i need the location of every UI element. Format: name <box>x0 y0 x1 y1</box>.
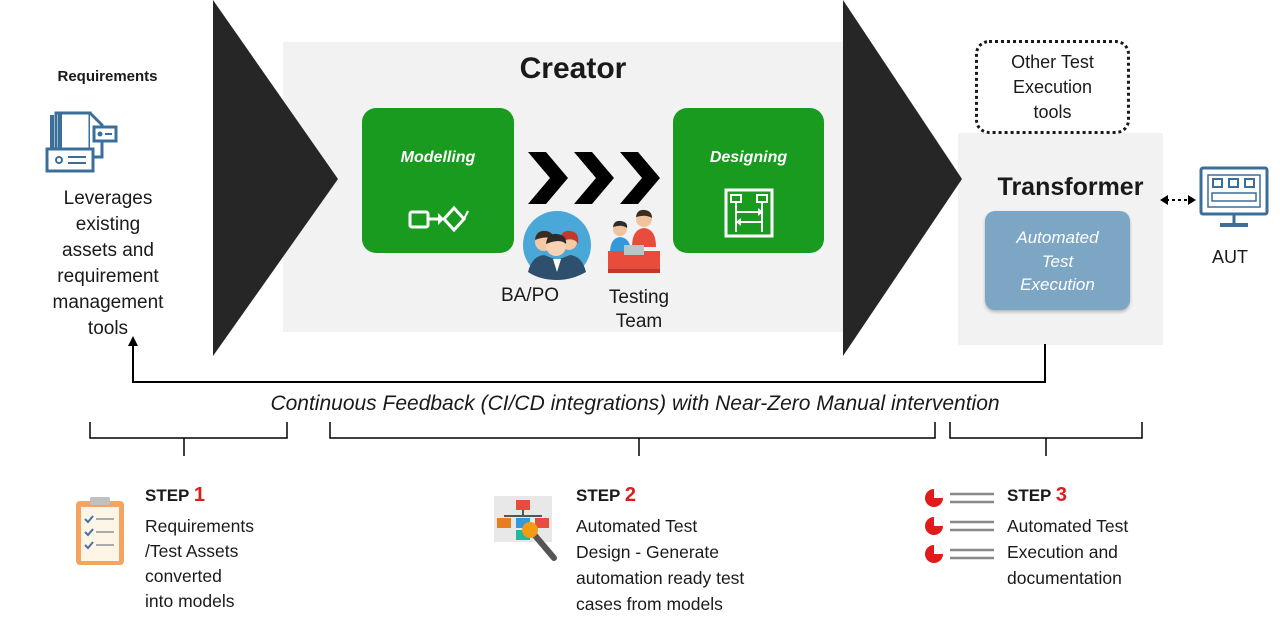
aut-monitor-icon <box>1199 166 1269 227</box>
step-1-line: Requirements <box>145 516 254 536</box>
transformer-title: Transformer <box>997 173 1144 201</box>
requirements-text-line: management <box>52 292 164 313</box>
design-diagram-icon <box>494 496 557 561</box>
aut-label: AUT <box>1212 247 1248 267</box>
automated-test-execution-box <box>985 211 1130 310</box>
other-tools-label: tools <box>1033 102 1072 122</box>
ba-po-label: BA/PO <box>500 285 560 306</box>
step-3-heading: STEP 3 <box>1007 484 1067 507</box>
modelling-label: Modelling <box>400 149 476 166</box>
other-tools-label: Other Test <box>1011 52 1094 72</box>
stage-chevron-right <box>843 0 962 356</box>
testing-team-illustration <box>608 209 660 273</box>
step-3-line: Automated Test <box>1007 516 1129 536</box>
testing-team-label: Team <box>615 311 663 332</box>
automated-test-execution-label: Execution <box>1020 275 1095 294</box>
step-1-heading: STEP 1 <box>145 484 205 507</box>
step-number: 2 <box>624 484 636 506</box>
step-2-line: Design - Generate <box>576 542 719 562</box>
step-3-line: Execution and <box>1007 542 1118 562</box>
testing-team-label: Testing <box>608 287 670 308</box>
automated-test-execution-label: Test <box>1041 252 1074 271</box>
designing-box <box>673 108 824 253</box>
step-number: 1 <box>193 484 205 506</box>
modelling-box <box>362 108 514 253</box>
feedback-loop-arrow <box>128 336 1046 383</box>
requirements-documents-icon <box>45 111 118 173</box>
step-2-line: cases from models <box>576 594 723 614</box>
step-2-line: Automated Test <box>576 516 698 536</box>
design-flow-icon <box>724 188 774 238</box>
step-brackets <box>89 422 1143 456</box>
requirements-title: Requirements <box>57 68 158 85</box>
step-word: STEP <box>145 486 190 505</box>
designing-label: Designing <box>709 149 788 166</box>
step-number: 3 <box>1055 484 1067 506</box>
step-1-line: converted <box>145 566 222 586</box>
requirements-text-line: Leverages <box>63 188 153 209</box>
requirements-text-line: requirement <box>57 266 159 287</box>
feedback-caption: Continuous Feedback (CI/CD integrations)… <box>270 392 1000 415</box>
clipboard-checklist-icon <box>76 497 124 565</box>
other-tools-label: Execution <box>1012 77 1093 97</box>
report-list-icon <box>925 489 994 563</box>
step-1-line: into models <box>145 591 235 611</box>
creator-title: Creator <box>519 52 627 85</box>
step-3-line: documentation <box>1007 568 1122 588</box>
step-1-line: /Test Assets <box>145 541 239 561</box>
step-word: STEP <box>576 486 621 505</box>
requirements-text-line: existing <box>75 214 141 235</box>
process-chevrons <box>528 152 660 204</box>
step-2-heading: STEP 2 <box>576 484 636 507</box>
step-2-line: automation ready test <box>576 568 745 588</box>
requirements-text-line: tools <box>87 318 129 339</box>
other-tools-box <box>975 40 1130 134</box>
double-arrow-icon <box>1160 195 1196 205</box>
requirements-text-line: assets and <box>62 240 154 261</box>
ba-po-avatar <box>523 211 591 280</box>
step-word: STEP <box>1007 486 1052 505</box>
model-icon <box>408 205 469 233</box>
automated-test-execution-label: Automated <box>1016 228 1099 247</box>
stage-chevron-left <box>213 0 338 356</box>
